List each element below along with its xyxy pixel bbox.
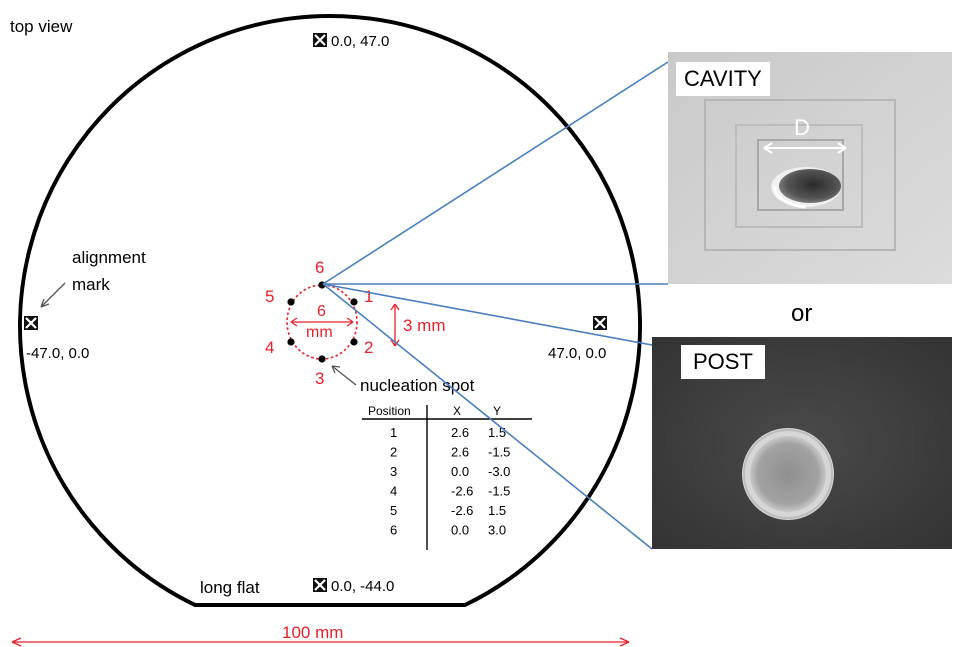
table-cell-x: 0.0 [451, 464, 469, 479]
table-cell-y: 3.0 [488, 523, 506, 538]
table-row: 6 0.0 3.0 [390, 523, 506, 538]
table-cell-position: 1 [390, 425, 397, 440]
alignment-mark-icon [24, 316, 38, 330]
wafer [18, 13, 642, 607]
inner-dim-arrow [290, 317, 354, 327]
table-header-y: Y [493, 404, 501, 418]
table-cell-y: -1.5 [488, 484, 510, 499]
spot-label-3: 3 [315, 369, 324, 388]
spot-label-2: 2 [364, 338, 373, 357]
spot-4 [287, 338, 295, 346]
table-cell-x: -2.6 [451, 484, 473, 499]
table-cell-y: -1.5 [488, 445, 510, 460]
table-row: 3 0.0 -3.0 [390, 464, 510, 479]
nucleation-cluster: 1 2 3 4 5 6 6 mm 3 mm [265, 258, 446, 388]
spot-label-6: 6 [315, 258, 324, 277]
cavity-d-arrow [763, 142, 847, 154]
mark-coord-right: 47.0, 0.0 [548, 345, 606, 362]
alignment-arrow [40, 282, 66, 308]
alignment-mark-left: -47.0, 0.0 [24, 316, 89, 362]
vertical-dim-label: 3 mm [403, 316, 446, 335]
connector-lines [322, 61, 669, 550]
spot-label-5: 5 [265, 287, 274, 306]
table-cell-x: 2.6 [451, 425, 469, 440]
alignment-label-line2: mark [72, 275, 110, 294]
table-cell-position: 5 [390, 503, 397, 518]
spot-1 [350, 298, 358, 306]
table-row: 5 -2.6 1.5 [390, 503, 506, 518]
nucleation-arrow [331, 365, 357, 386]
width-dim-label: 100 mm [282, 623, 343, 642]
table-cell-position: 4 [390, 484, 397, 499]
table-cell-y: -3.0 [488, 464, 510, 479]
long-flat-label: long flat [200, 578, 260, 597]
table-cell-position: 2 [390, 445, 397, 460]
alignment-label-line1: alignment [72, 248, 146, 267]
view-label: top view [10, 17, 73, 36]
alignment-mark-icon [313, 578, 327, 592]
mark-coord-left: -47.0, 0.0 [26, 345, 89, 362]
table-rows: 1 2.6 1.5 2 2.6 -1.5 3 0.0 -3.0 4 -2.6 -1.5 5 -2.6 1.5… [390, 425, 510, 538]
alignment-mark-icon [313, 33, 327, 47]
mark-coord-bottom: 0.0, -44.0 [331, 578, 394, 595]
width-dim-arrow [11, 637, 630, 647]
spot-2 [350, 338, 358, 346]
table-header-x: X [453, 404, 461, 418]
alignment-mark-right: 47.0, 0.0 [548, 316, 607, 362]
position-table: Position X Y 1 2.6 1.5 2 2.6 -1.5 3 0.0 -3.0 4 -2.… [362, 404, 532, 550]
alignment-mark-top: 0.0, 47.0 [313, 33, 389, 50]
cavity-dim-label: D [794, 115, 810, 140]
table-row: 1 2.6 1.5 [390, 425, 506, 440]
nucleation-label: nucleation spot [360, 376, 475, 395]
spot-label-1: 1 [364, 287, 373, 306]
cavity-label: CAVITY [676, 62, 770, 96]
spot-label-4: 4 [265, 338, 274, 357]
spot-5 [287, 298, 295, 306]
table-cell-x: -2.6 [451, 503, 473, 518]
post-label: POST [681, 345, 765, 379]
table-cell-x: 2.6 [451, 445, 469, 460]
or-label: or [791, 300, 812, 327]
alignment-mark-bottom: long flat 0.0, -44.0 [200, 578, 394, 597]
table-row: 2 2.6 -1.5 [390, 445, 510, 460]
table-cell-y: 1.5 [488, 503, 506, 518]
spot-3 [318, 355, 326, 363]
table-cell-position: 3 [390, 464, 397, 479]
table-cell-y: 1.5 [488, 425, 506, 440]
alignment-mark-icon [593, 316, 607, 330]
table-row: 4 -2.6 -1.5 [390, 484, 510, 499]
table-cell-x: 0.0 [451, 523, 469, 538]
wafer-outline [18, 13, 642, 607]
table-cell-position: 6 [390, 523, 397, 538]
table-header-position: Position [368, 404, 411, 418]
vertical-dim-arrow [390, 303, 400, 347]
inner-dim-value: 6 [317, 303, 326, 320]
mark-coord-top: 0.0, 47.0 [331, 33, 389, 50]
inner-dim-unit: mm [306, 324, 333, 341]
